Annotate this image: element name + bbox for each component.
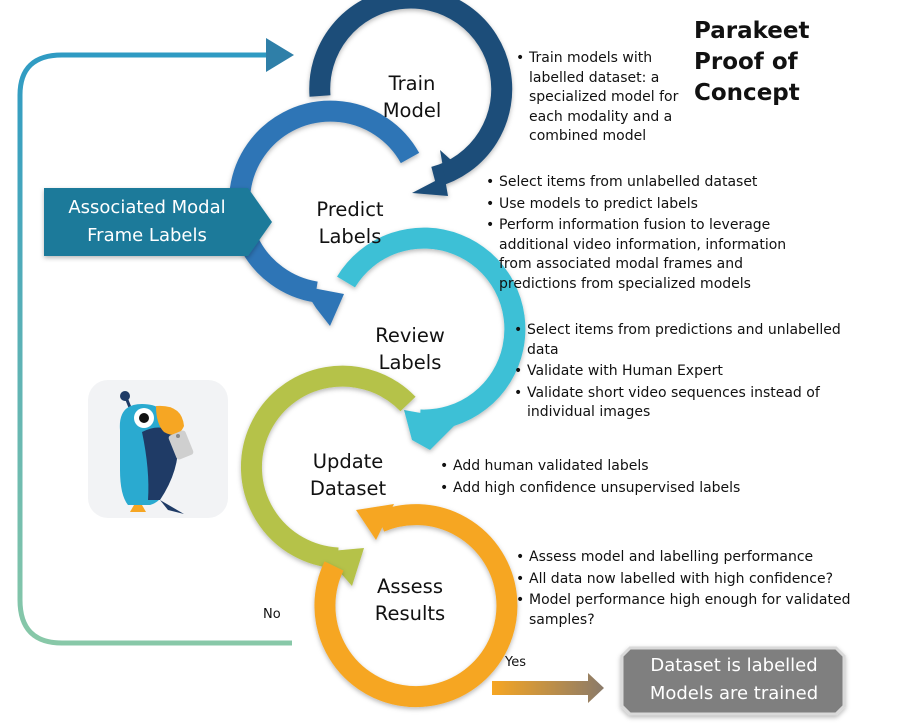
step-label-line: Labels	[378, 351, 442, 374]
title-line-2: Proof of Concept	[694, 49, 800, 106]
train-model-arrow	[309, 0, 513, 196]
train-model-bullets: Train models with labelled dataset: a sp…	[516, 49, 688, 147]
step-label-predict-labels: Predict Labels	[280, 196, 420, 250]
title-line-1: Parakeet	[694, 18, 810, 44]
bullet-item: Train models with labelled dataset: a sp…	[516, 49, 688, 147]
outcome-plaque	[620, 646, 846, 716]
diagram-title: Parakeet Proof of Concept	[694, 16, 904, 109]
step-label-line: Model	[382, 99, 442, 122]
yes-arrow	[492, 673, 604, 703]
outcome-text: Dataset is labelled Models are trained	[624, 652, 844, 708]
associated-labels-line: Frame Labels	[87, 225, 207, 246]
step-label-line: Train	[388, 72, 436, 95]
predict-labels-arrow	[228, 100, 420, 326]
bullet-item: Add human validated labels	[440, 457, 770, 477]
step-label-line: Update	[312, 450, 384, 473]
bullet-item: Select items from predictions and unlabe…	[514, 321, 844, 360]
bullet-item: Model performance high enough for valida…	[516, 591, 856, 630]
update-dataset-arrow	[241, 365, 416, 586]
bullet-item: Validate short video sequences instead o…	[514, 384, 844, 423]
bullet-item: Perform information fusion to leverage a…	[486, 216, 806, 294]
associated-labels-arrow-box	[44, 188, 272, 256]
outcome-line: Models are trained	[649, 683, 819, 704]
step-label-assess-results: Assess Results	[340, 573, 480, 627]
bullet-item: Select items from unlabelled dataset	[486, 173, 806, 193]
feedback-loop-line	[17, 52, 292, 646]
step-label-line: Labels	[318, 225, 382, 248]
bullet-item: Use models to predict labels	[486, 195, 806, 215]
step-label-line: Dataset	[309, 477, 387, 500]
assess-results-arrow	[314, 504, 518, 708]
step-label-train-model: Train Model	[342, 70, 482, 124]
associated-labels-text: Associated Modal Frame Labels	[52, 194, 242, 250]
bullet-item: Validate with Human Expert	[514, 362, 844, 382]
bullet-item: Add high confidence unsupervised labels	[440, 479, 770, 499]
step-label-update-dataset: Update Dataset	[278, 448, 418, 502]
assess-results-bullets: Assess model and labelling performance A…	[516, 548, 856, 630]
bullet-item: All data now labelled with high confiden…	[516, 570, 856, 590]
feedback-arrowhead	[266, 38, 294, 72]
step-label-line: Review	[375, 324, 445, 347]
outcome-line: Dataset is labelled	[650, 655, 818, 676]
review-labels-bullets: Select items from predictions and unlabe…	[514, 321, 844, 423]
yes-label: Yes	[505, 655, 526, 670]
step-label-line: Assess	[377, 575, 443, 598]
no-label: No	[263, 607, 281, 622]
predict-labels-bullets: Select items from unlabelled dataset Use…	[486, 173, 806, 294]
parakeet-logo-icon	[88, 380, 228, 518]
step-label-review-labels: Review Labels	[340, 322, 480, 376]
bullet-item: Assess model and labelling performance	[516, 548, 856, 568]
step-label-line: Predict	[316, 198, 384, 221]
step-label-line: Results	[374, 602, 446, 625]
associated-labels-line: Associated Modal	[68, 197, 226, 218]
update-dataset-bullets: Add human validated labels Add high conf…	[440, 457, 770, 498]
